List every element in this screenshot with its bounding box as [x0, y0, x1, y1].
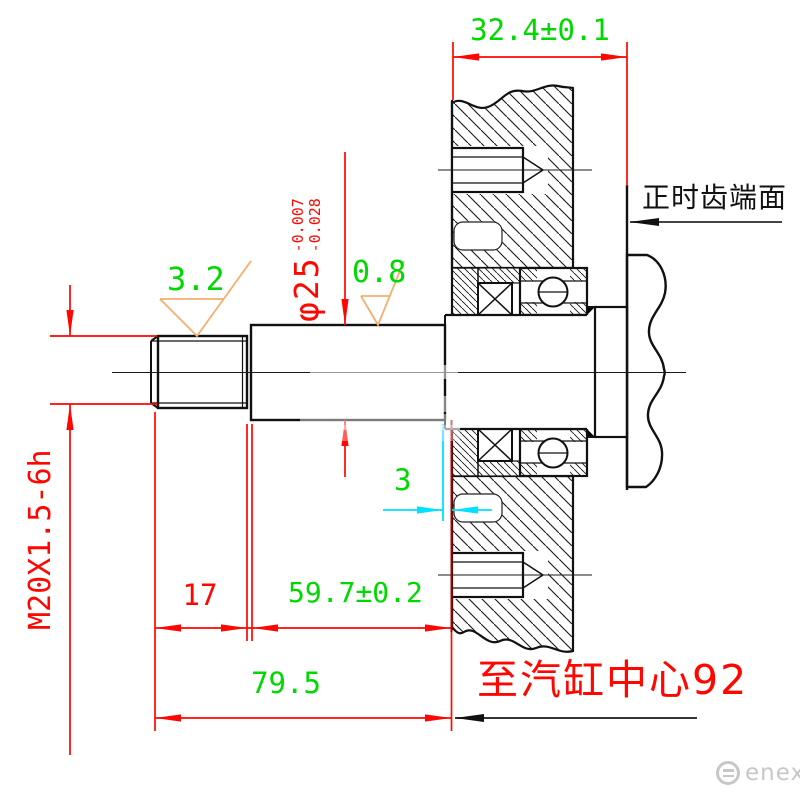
surface-roughness-icon-thread	[159, 260, 252, 338]
lower-bearing-band	[451, 427, 589, 478]
shaft-diameter-tolerances: -0.007 -0.028	[289, 198, 324, 253]
red-dimension-arrows	[66, 53, 627, 722]
surface-roughness-icons	[159, 260, 405, 338]
tolerance-lower: -0.028	[305, 198, 324, 253]
leader-lines	[455, 218, 782, 722]
surface-roughness-icon-shaft	[360, 260, 405, 328]
thread-spec-label: M20X1.5-6h	[23, 449, 58, 630]
dim-gap-label: 3	[394, 463, 412, 497]
enex-logo-icon	[716, 761, 740, 785]
timing-gear	[593, 185, 667, 490]
upper-ball-bearing	[518, 266, 589, 317]
cyan-gap-dimension	[383, 424, 492, 521]
dim-thread-length-label: 17	[182, 578, 218, 612]
timing-gear-face-label: 正时齿端面	[642, 181, 788, 214]
dim-shaft-length-label: 59.7±0.2	[288, 576, 423, 609]
lower-seal-xbox	[477, 428, 513, 462]
shaft-diameter-label: φ25 -0.007 -0.028	[287, 150, 348, 322]
roughness-shaft-label: 0.8	[352, 255, 407, 290]
upper-seal-xbox	[477, 282, 513, 316]
upper-relief-groove	[453, 221, 503, 251]
shaft-diameter-value: φ25	[287, 256, 326, 322]
enex-logo: enex	[716, 760, 800, 786]
lower-ball-bearing	[518, 427, 589, 478]
dim-to-cylinder-center-label: 至汽缸中心92	[477, 656, 749, 704]
upper-bearing-band	[451, 266, 589, 317]
roughness-thread-label: 3.2	[167, 260, 225, 298]
dim-total-length-label: 79.5	[251, 666, 321, 700]
watermark-ghost	[300, 365, 460, 441]
tolerance-upper: -0.007	[289, 198, 307, 253]
enex-logo-text: enex	[745, 760, 800, 786]
dim-gear-width-label: 32.4±0.1	[470, 13, 610, 47]
